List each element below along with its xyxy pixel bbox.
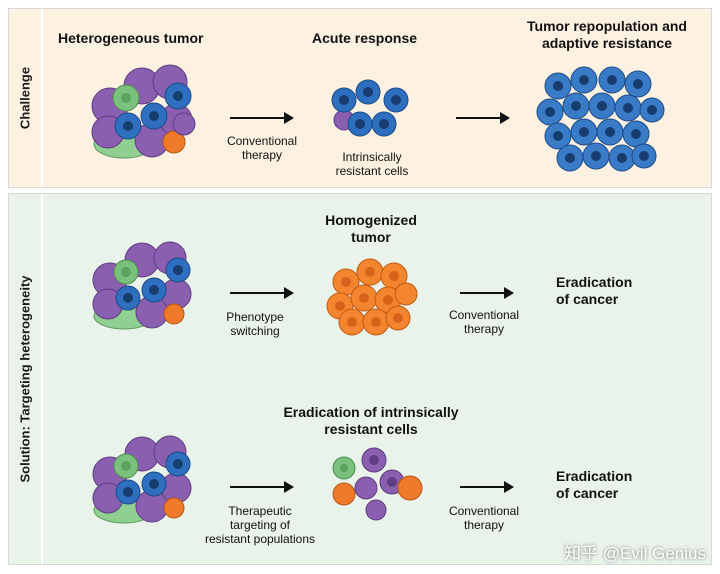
heterogeneous-tumor-illustration-2: [92, 241, 192, 330]
eradication1-line1: Eradication: [556, 274, 633, 290]
eradication-of-cancer-1: Eradication of cancer: [556, 274, 632, 308]
acute-response-title: Acute response: [312, 30, 418, 46]
therapy-line1: Conventional: [226, 134, 298, 148]
homogenized-line2: tumor: [351, 229, 391, 245]
eradication2-line1: Eradication: [556, 468, 633, 484]
cell-cluster-3: [92, 435, 192, 524]
arrow-challenge-1: [230, 112, 294, 124]
phenotype-line2: switching: [230, 324, 280, 338]
solution-side-label: Solution: Targeting heterogeneity: [9, 194, 43, 564]
targeting-line1: Therapeutic: [228, 504, 292, 518]
intrinsically-resistant-illustration: [331, 79, 409, 137]
homogenized-tumor-illustration: [326, 258, 418, 336]
arrow-solution-2: [460, 287, 514, 299]
homogenized-line1: Homogenized: [325, 212, 417, 228]
therapy1-line1: Conventional: [448, 308, 520, 322]
intrinsic-line2: resistant cells: [324, 421, 418, 437]
resistant-line1: Intrinsically: [342, 150, 402, 164]
arrow-solution-1: [230, 287, 294, 299]
heterogeneous-tumor-illustration-3: [92, 435, 192, 524]
repopulation-title-line1: Tumor repopulation and: [527, 18, 687, 34]
phenotype-line1: Phenotype: [226, 310, 284, 324]
phenotype-switching-label: Phenotype switching: [210, 310, 300, 338]
intrinsic-line1: Eradication of intrinsically: [283, 404, 459, 420]
targeting-line2: targeting of: [229, 518, 291, 532]
orange-cell-nuclei: [335, 267, 403, 327]
challenge-side-label: Challenge: [9, 9, 43, 187]
therapy2-line1: Conventional: [448, 504, 520, 518]
resistant-line2: resistant cells: [335, 164, 409, 178]
resistant-cells: [331, 79, 409, 137]
repopulated-tumor-illustration: [536, 66, 665, 172]
cell-cluster-2: [92, 241, 192, 330]
intrinsically-resistant-label: Intrinsically resistant cells: [322, 150, 422, 178]
homogenized-tumor-title: Homogenized tumor: [306, 212, 436, 246]
non-resistant-cells-illustration: [332, 447, 423, 521]
therapy2-line2: therapy: [463, 518, 505, 532]
conventional-therapy-label-challenge: Conventional therapy: [216, 134, 308, 162]
arrow-solution-3: [230, 481, 294, 493]
conventional-therapy-label-2: Conventional therapy: [438, 504, 530, 532]
eradication-of-cancer-2: Eradication of cancer: [556, 468, 632, 502]
eradication1-line2: of cancer: [556, 291, 619, 307]
arrow-solution-4: [460, 481, 514, 493]
heterogeneous-tumor-title: Heterogeneous tumor: [58, 30, 204, 46]
therapy-line2: therapy: [241, 148, 283, 162]
arrow-challenge-2: [456, 112, 510, 124]
eradication-intrinsic-title: Eradication of intrinsically resistant c…: [266, 404, 476, 438]
watermark: 知乎 @Evil Genius: [564, 544, 706, 563]
eradication2-line2: of cancer: [556, 485, 619, 501]
cell-cluster: [91, 64, 196, 159]
targeting-line3: resistant populations: [204, 532, 316, 546]
heterogeneous-tumor-illustration: [91, 64, 196, 159]
conventional-therapy-label-1: Conventional therapy: [438, 308, 530, 336]
scattered-cells: [332, 447, 423, 521]
repopulation-title: Tumor repopulation and adaptive resistan…: [502, 18, 712, 52]
therapeutic-targeting-label: Therapeutic targeting of resistant popul…: [198, 504, 322, 546]
repopulation-title-line2: adaptive resistance: [542, 35, 672, 51]
blue-cell-nuclei: [545, 75, 657, 163]
therapy1-line2: therapy: [463, 322, 505, 336]
